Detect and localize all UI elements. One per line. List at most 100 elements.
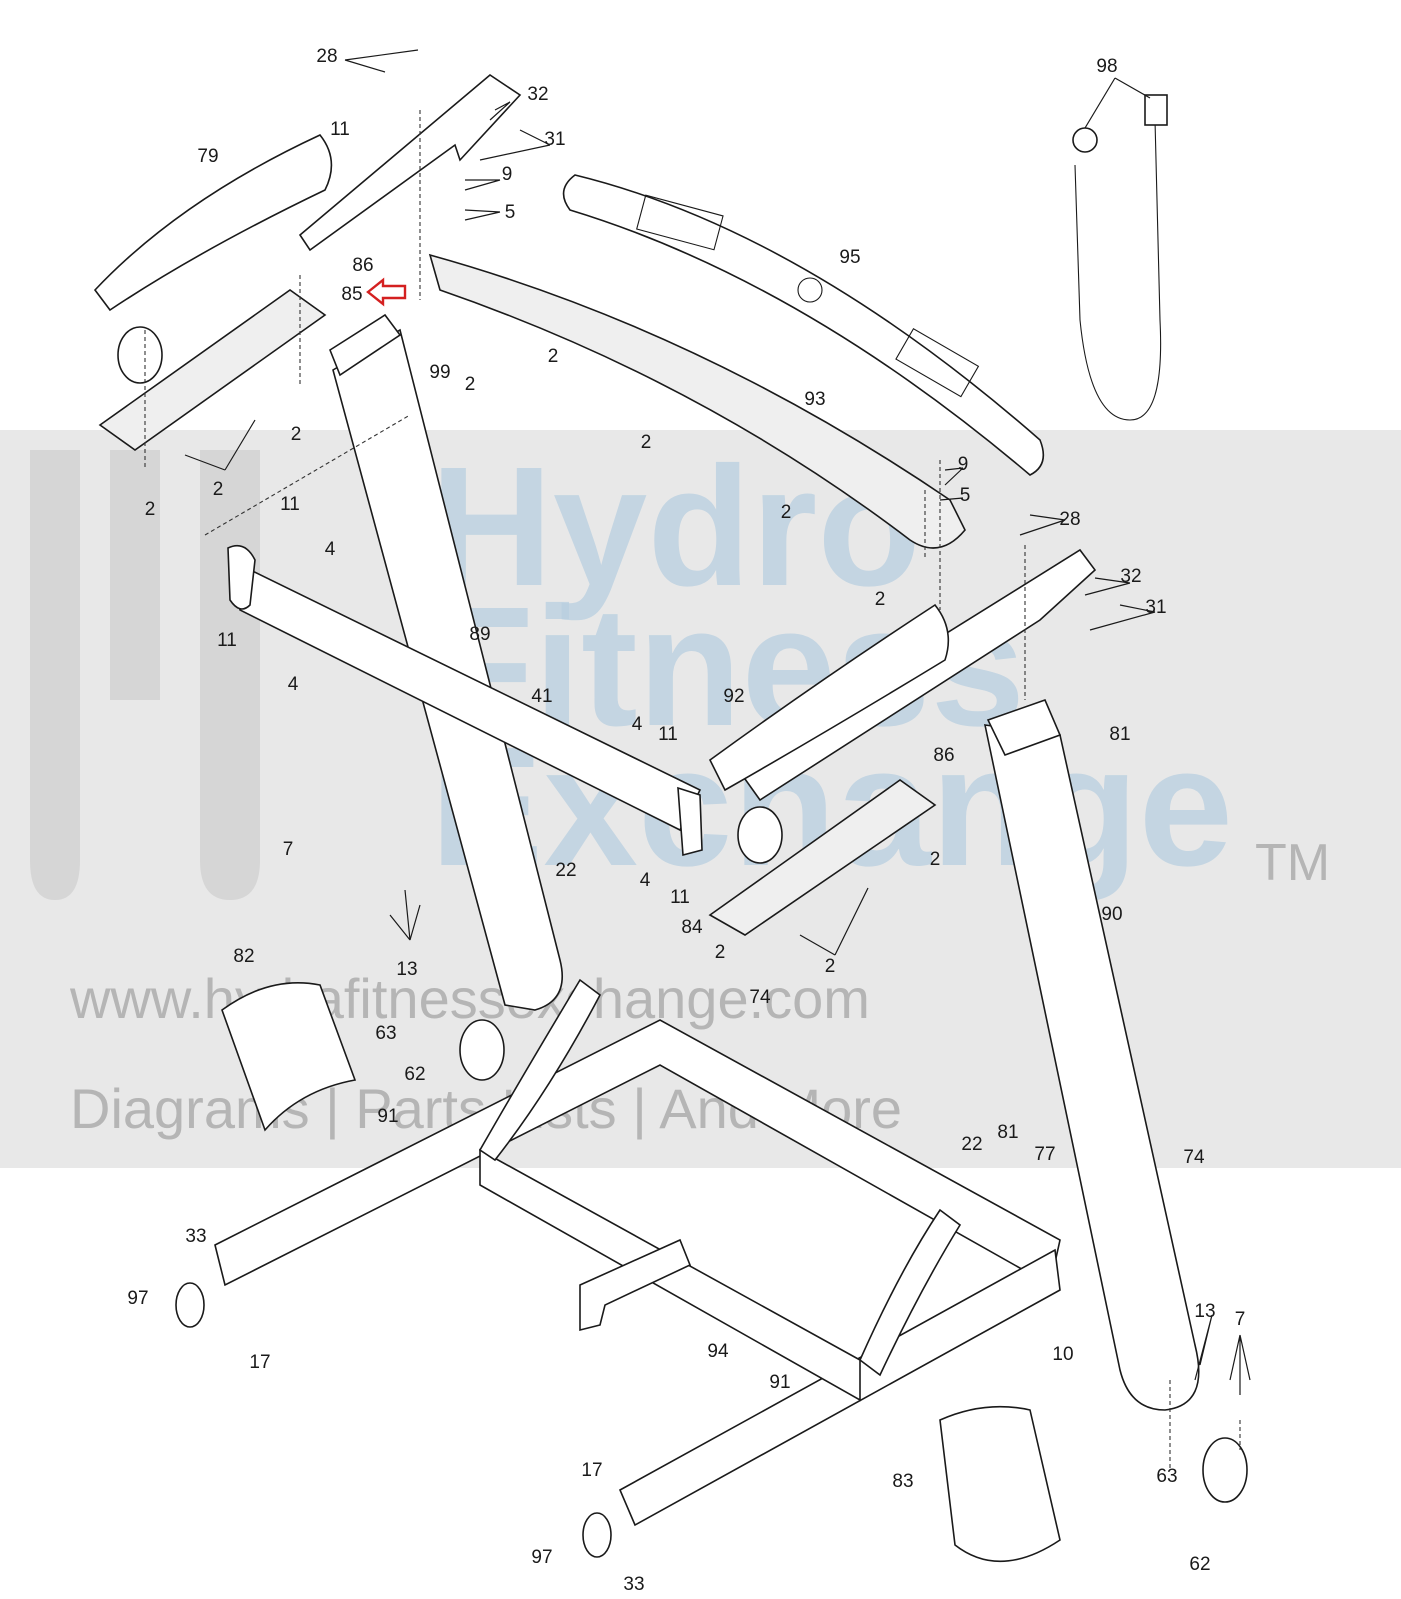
callout-label-81-2: 81: [1109, 724, 1130, 745]
callout-label-98-1: 98: [1096, 56, 1117, 77]
callout-label-91-2: 91: [769, 1372, 790, 1393]
callout-labels: 2222222222244445577991011111111111313171…: [127, 46, 1245, 1595]
grip-end-cap-right: [737, 806, 783, 864]
callout-label-95-1: 95: [839, 247, 860, 268]
callout-label-2-8: 2: [875, 589, 886, 610]
callout-label-17-1: 17: [249, 1352, 270, 1373]
callout-label-33-2: 33: [623, 1574, 644, 1595]
callout-label-97-2: 97: [531, 1547, 552, 1568]
base-stub: [579, 1238, 692, 1332]
callout-label-28-1: 28: [316, 46, 337, 67]
watermark-logo-icon: [30, 450, 260, 900]
callout-label-4-3: 4: [632, 714, 643, 735]
callout-label-5-1: 5: [505, 202, 516, 223]
console-knob-icon: [797, 277, 823, 303]
callout-label-85-1: 85: [341, 284, 362, 305]
part-97-wheel-left: [175, 1282, 205, 1328]
callout-label-4-4: 4: [640, 870, 651, 891]
callout-label-9-2: 9: [958, 454, 969, 475]
callout-label-2-3: 2: [291, 424, 302, 445]
callout-label-63-1: 63: [375, 1023, 396, 1044]
part-98-safety-key: [1072, 127, 1098, 153]
callout-label-11-1: 11: [330, 119, 350, 140]
callout-label-79-1: 79: [197, 146, 218, 167]
callout-label-11-3: 11: [217, 630, 237, 651]
part-86-left-handlebar: [298, 74, 522, 252]
part-84-grip: [708, 779, 937, 936]
callout-label-86-1: 86: [352, 255, 373, 276]
callout-label-11-2: 11: [280, 494, 300, 515]
callout-label-32-1: 32: [527, 84, 548, 105]
callout-label-89-1: 89: [469, 624, 490, 645]
part-95-console-cover: [562, 174, 1045, 476]
callout-label-81-1: 81: [997, 1122, 1018, 1143]
console-button-panel: [636, 194, 724, 251]
callout-label-84-1: 84: [681, 917, 703, 938]
right-mount-strap: [859, 1208, 962, 1377]
assembly-dashed-lines: [144, 110, 1241, 1470]
callout-label-2-4: 2: [465, 374, 476, 395]
part-97-wheel-right: [582, 1512, 612, 1558]
callout-label-22-1: 22: [555, 860, 576, 881]
callout-label-33-1: 33: [185, 1226, 206, 1247]
callout-label-13-2: 13: [1194, 1301, 1215, 1322]
part-83-side-cover: [939, 1405, 1061, 1563]
callout-label-2-6: 2: [641, 432, 652, 453]
part-90-right-upright: [983, 724, 1200, 1411]
callout-label-2-10: 2: [715, 942, 726, 963]
callout-label-28-2: 28: [1059, 509, 1080, 530]
watermark-url: www.hydrafitnessexchange.com: [69, 967, 870, 1030]
part-93-console-frame: [428, 253, 966, 549]
callout-label-63-2: 63: [1156, 1466, 1177, 1487]
callout-label-97-1: 97: [127, 1288, 148, 1309]
callout-label-7-2: 7: [1235, 1309, 1246, 1330]
callout-label-2-1: 2: [145, 499, 156, 520]
callout-label-99-1: 99: [429, 362, 450, 383]
callout-label-31-2: 31: [1145, 597, 1166, 618]
callout-label-2-5: 2: [548, 346, 559, 367]
callout-label-2-11: 2: [825, 956, 836, 977]
callout-label-4-2: 4: [288, 674, 299, 695]
watermark-trademark: TM: [1255, 834, 1330, 892]
callout-label-5-2: 5: [960, 485, 971, 506]
callout-label-10-1: 10: [1052, 1344, 1073, 1365]
callout-label-7-1: 7: [283, 839, 294, 860]
part-79-grip-cover: [93, 134, 333, 312]
callout-label-11-4: 11: [658, 724, 678, 745]
callout-label-74-2: 74: [1183, 1147, 1205, 1168]
callout-label-41-1: 41: [531, 686, 552, 707]
callout-label-4-1: 4: [325, 539, 336, 560]
part-62-wheel-left: [459, 1019, 505, 1081]
part-62-wheel-right: [1202, 1437, 1248, 1503]
callout-label-11-5: 11: [670, 887, 690, 908]
callout-label-86-2: 86: [933, 745, 954, 766]
part-82-side-cover: [221, 982, 357, 1132]
callout-label-17-2: 17: [581, 1460, 602, 1481]
highlight-arrow-icon: [366, 277, 407, 307]
callout-label-62-2: 62: [1189, 1554, 1210, 1575]
callout-label-83-1: 83: [892, 1471, 913, 1492]
part-85-grip: [98, 289, 327, 451]
part-92-grip-cover: [708, 603, 950, 792]
grip-end-cap: [117, 326, 163, 384]
callout-label-82-1: 82: [233, 946, 254, 967]
callout-leaders: [184, 49, 1251, 1395]
callout-label-92-1: 92: [723, 686, 744, 707]
callout-label-93-1: 93: [804, 389, 825, 410]
crossbar-right-plate: [677, 786, 703, 857]
callout-label-74-1: 74: [749, 987, 771, 1008]
callout-label-31-1: 31: [544, 129, 565, 150]
callout-label-91-1: 91: [377, 1106, 398, 1127]
callout-label-2-9: 2: [930, 849, 941, 870]
callout-label-9-1: 9: [502, 164, 513, 185]
callout-label-32-2: 32: [1120, 566, 1141, 587]
callout-label-2-7: 2: [781, 502, 792, 523]
left-mount-strap: [478, 978, 602, 1162]
upright-top-plate: [329, 313, 402, 377]
callout-label-90-1: 90: [1101, 904, 1122, 925]
console-button-panel-2: [895, 328, 980, 398]
crossbar-left-plate: [227, 544, 256, 610]
callout-label-13-1: 13: [396, 959, 417, 980]
